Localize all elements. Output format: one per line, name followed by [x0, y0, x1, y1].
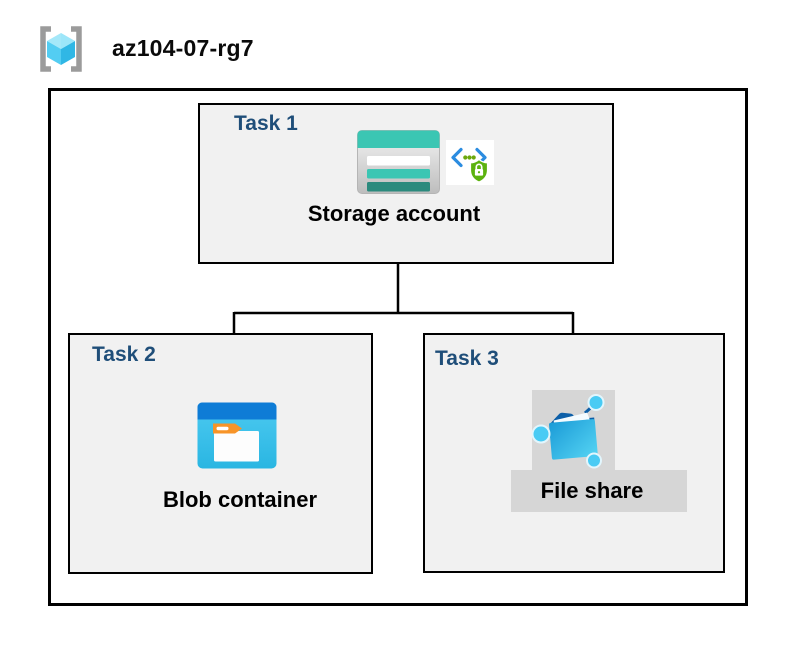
- task2-box: Task 2 Blob container: [68, 333, 373, 574]
- storage-account-label: Storage account: [307, 201, 481, 226]
- resource-group-boundary: [48, 88, 748, 606]
- resource-group-header: [34, 22, 88, 76]
- file-share-icon-backdrop: [531, 390, 615, 470]
- storage-account-icon: [357, 130, 440, 194]
- task3-label: Task 3: [435, 347, 499, 370]
- task3-box: Task 3 File share: [423, 333, 725, 573]
- file-share-label-backdrop: File share: [511, 470, 687, 512]
- resource-group-title: az104-07-rg7: [112, 35, 254, 61]
- sas-shield-icon: [446, 140, 494, 185]
- task2-label: Task 2: [92, 343, 156, 366]
- file-share-label: File share: [540, 478, 644, 503]
- file-share-icon: [531, 394, 605, 469]
- task1-label: Task 1: [234, 112, 298, 135]
- resource-group-icon: [40, 26, 82, 72]
- task1-box: Task 1 Storage account: [198, 103, 614, 264]
- blob-container-icon: [197, 402, 277, 469]
- blob-container-label: Blob container: [162, 487, 318, 512]
